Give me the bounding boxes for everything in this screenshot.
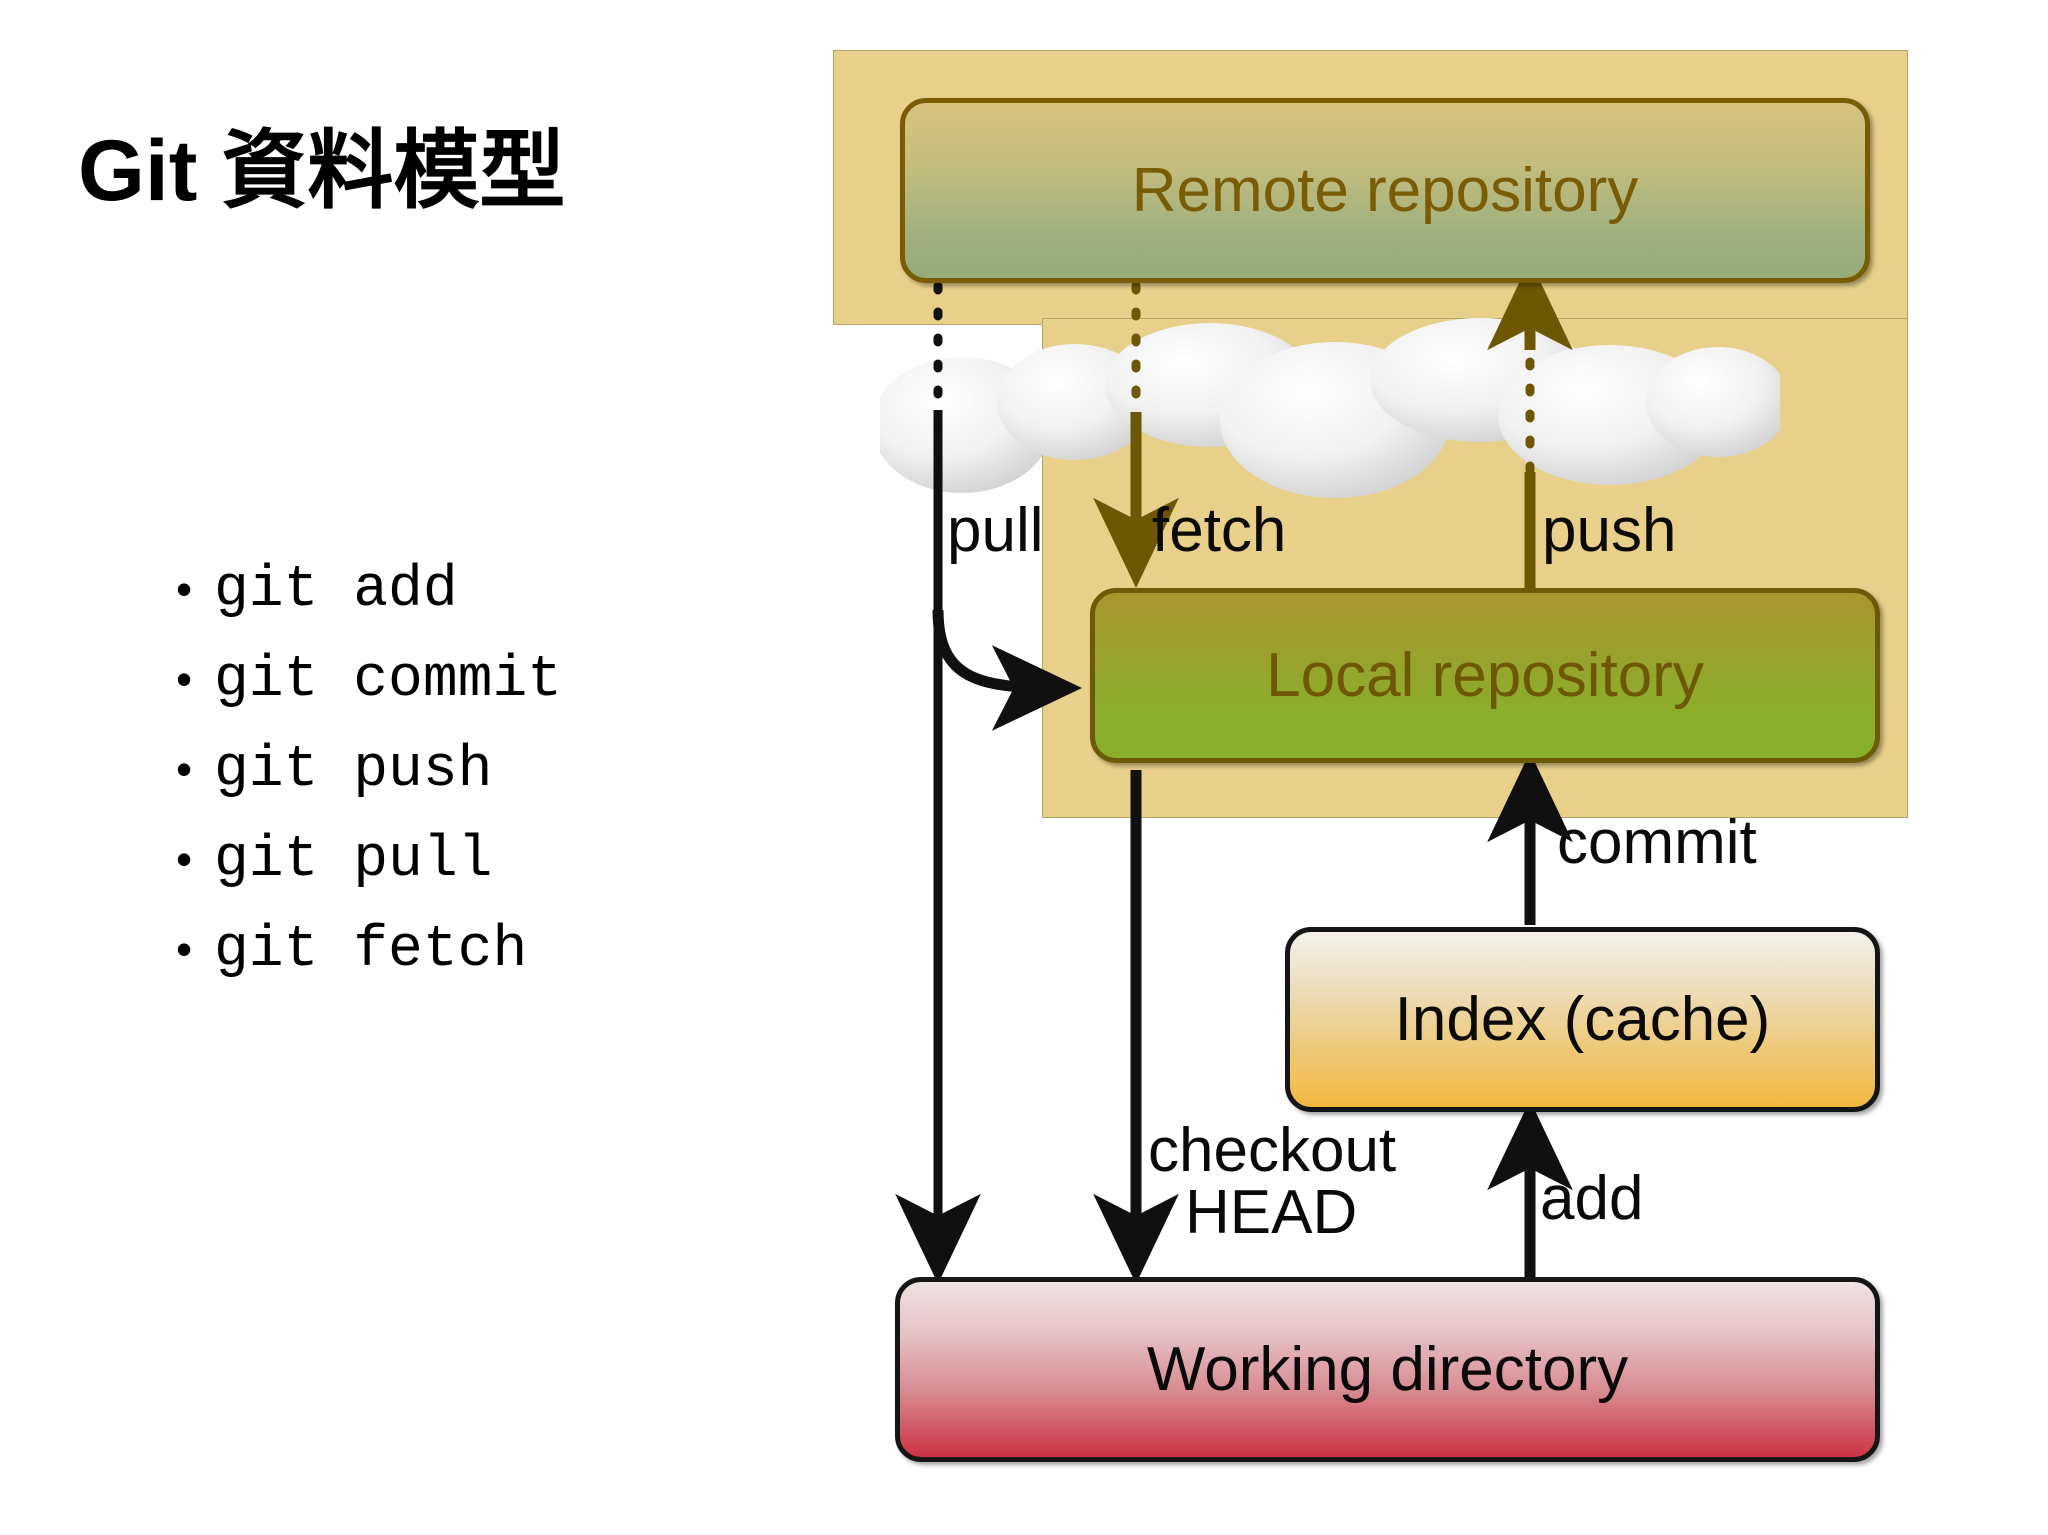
node-index-cache[interactable]: Index (cache) [1285, 927, 1880, 1112]
bullet-icon: • [176, 833, 193, 885]
list-item-label: git fetch [214, 918, 528, 983]
edge-label-head: HEAD [1185, 1178, 1358, 1247]
edge-label-push: push [1542, 496, 1677, 565]
list-item: • git push [176, 725, 696, 815]
edge-label-checkout: checkout [1148, 1116, 1397, 1185]
edge-label-pull: pull [947, 496, 1044, 565]
page-title: Git 資料模型 [78, 123, 566, 219]
list-item-label: git push [214, 738, 493, 803]
bullet-icon: • [176, 743, 193, 795]
list-item: • git add [176, 545, 696, 635]
command-list: • git add • git commit • git push • git … [176, 545, 696, 995]
list-item-label: git commit [214, 648, 563, 713]
bullet-icon: • [176, 653, 193, 705]
list-item-label: git pull [214, 828, 493, 893]
bullet-icon: • [176, 563, 193, 615]
edge-label-add: add [1540, 1164, 1644, 1233]
list-item: • git fetch [176, 905, 696, 995]
node-remote-repository[interactable]: Remote repository [900, 98, 1870, 283]
node-working-directory[interactable]: Working directory [895, 1277, 1880, 1462]
list-item: • git commit [176, 635, 696, 725]
edge-label-fetch: fetch [1152, 496, 1287, 565]
list-item-label: git add [214, 558, 458, 623]
node-local-repository[interactable]: Local repository [1090, 588, 1880, 763]
bullet-icon: • [176, 923, 193, 975]
list-item: • git pull [176, 815, 696, 905]
edge-label-commit: commit [1557, 808, 1757, 877]
